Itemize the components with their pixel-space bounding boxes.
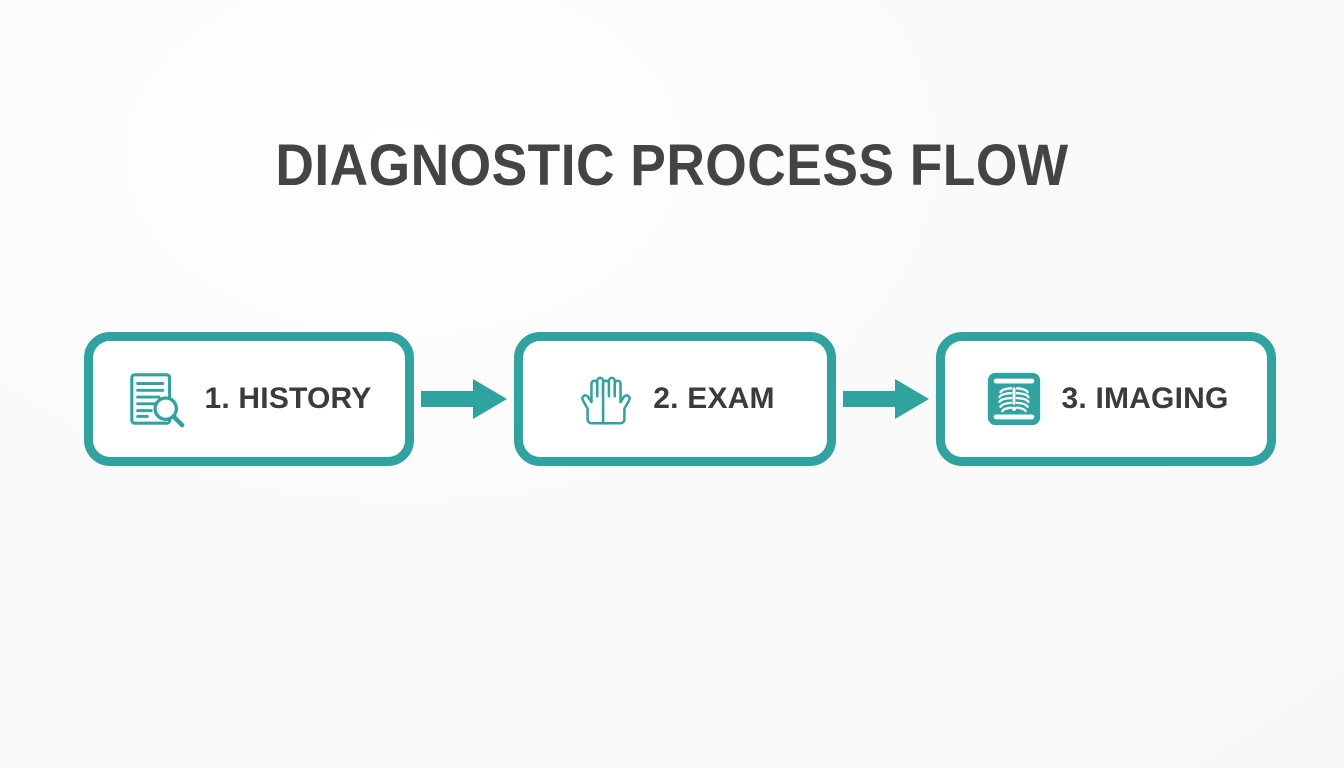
step-card-imaging[interactable]: 3. IMAGING [936, 332, 1276, 466]
arrow-right-icon-1 [421, 379, 507, 419]
page-title: DIAGNOSTIC PROCESS FLOW [275, 133, 1069, 198]
step-card-exam[interactable]: 2. EXAM [514, 332, 836, 466]
document-magnifier-icon [130, 373, 185, 428]
open-hands-icon [581, 376, 632, 425]
arrow-right-icon-2 [843, 379, 929, 419]
step-label-imaging: 3. IMAGING [1061, 382, 1229, 415]
step-card-history[interactable]: 1. HISTORY [84, 332, 414, 466]
xray-ribcage-icon [988, 372, 1041, 426]
process-flow-row: 1. HISTORY 2. EXAM [84, 332, 1276, 466]
step-label-exam: 2. EXAM [653, 382, 775, 415]
step-label-history: 1. HISTORY [204, 382, 372, 415]
